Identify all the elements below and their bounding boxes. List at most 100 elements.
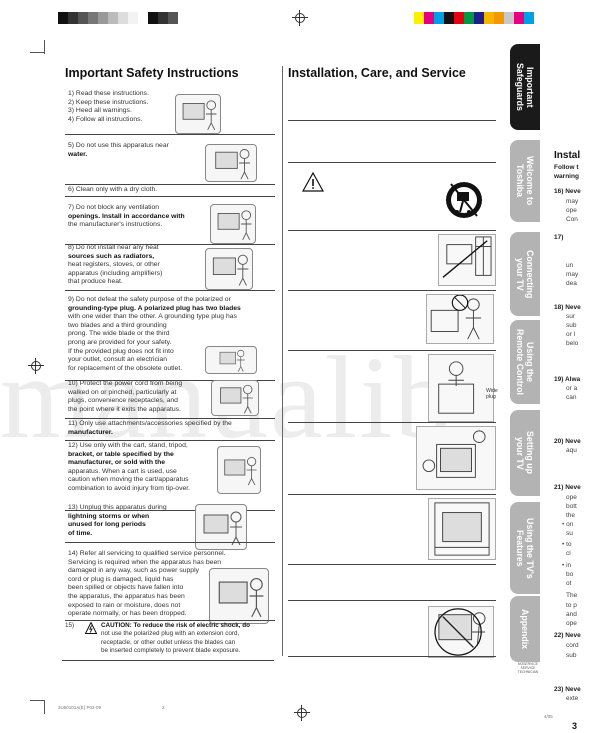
divider (288, 656, 496, 657)
tab-label: Appendix (520, 608, 530, 650)
safety-item-line: prong are provided for your safety. (68, 338, 172, 346)
divider (65, 380, 275, 381)
cut-line: ot (566, 580, 572, 587)
divider (288, 494, 496, 495)
safety-item-line: two blades and a third grounding (68, 321, 167, 329)
footer-page-center: 2 (162, 705, 165, 710)
color-swatch (514, 12, 524, 24)
person-with-tv-illustration (426, 294, 494, 344)
divider (288, 162, 496, 163)
cut-line: ope (566, 207, 577, 214)
color-swatch (88, 12, 98, 24)
tab-using-the[interactable]: Using the Remote Control (510, 320, 540, 404)
divider (288, 600, 496, 601)
service-caption: NOSERVICE SERVICE TECHNICIAN (517, 662, 539, 674)
divider (288, 564, 496, 565)
safety-item-line: 14) Refer all servicing to qualified ser… (68, 550, 226, 557)
color-swatch (168, 12, 178, 24)
cut-line: bott (566, 503, 577, 510)
divider (65, 290, 275, 291)
safety-item: 9) Do not defeat the safety purpose of t… (65, 296, 275, 382)
cut-line: sur (566, 313, 576, 320)
registration-bar-right (414, 12, 534, 24)
divider (62, 660, 274, 661)
tv-in-enclosure-illustration (428, 498, 496, 560)
safety-item-line: manufacturer. (68, 428, 113, 436)
color-swatch (118, 12, 128, 24)
safety-item-line: manufacturer, or sold with the (68, 459, 166, 467)
safety-item-line: for replacement of the obsolete outlet. (68, 364, 183, 372)
tab-label: Welcome to Toshiba (515, 156, 535, 206)
safety-item-line: sources such as radiators, (68, 252, 155, 260)
safety-illustration (195, 504, 247, 550)
cut-line: sub (566, 322, 577, 329)
column-divider (282, 66, 283, 656)
tab-label: Using the Remote Control (515, 329, 535, 395)
safety-item-line: exposed to rain or moisture, does not (68, 601, 181, 609)
footer-code-left: 3U50101A(E) P02-09 (58, 705, 102, 710)
color-swatch (434, 12, 444, 24)
caution-line: CAUTION: To reduce the risk of electric … (101, 622, 250, 629)
safety-illustration (205, 346, 257, 374)
divider (65, 440, 275, 441)
safety-item: 6) Clean only with a dry cloth. (65, 186, 275, 198)
safety-item-line: been spilled or objects have fallen into (68, 584, 184, 592)
safety-item-line: openings. Install in accordance with (68, 212, 185, 220)
cut-line: warning (554, 173, 579, 180)
safety-item-line: 3) Heed all warnings. (68, 107, 132, 115)
divider (65, 542, 275, 543)
caution-line: not use the polarized plug with an exten… (101, 630, 240, 638)
safety-item-line: unused for long periods (68, 521, 146, 529)
color-swatch (98, 12, 108, 24)
safety-item-line: bracket, or table specified by the (68, 450, 174, 458)
color-swatch (524, 12, 534, 24)
crop-mark (30, 52, 44, 53)
cut-line: belo (566, 340, 579, 347)
tab-setting-up[interactable]: Setting up your TV (510, 410, 540, 496)
divider (288, 422, 496, 423)
color-swatch (148, 12, 158, 24)
cut-line: can (566, 394, 577, 401)
crop-mark (30, 700, 44, 701)
divider (65, 134, 275, 135)
plug-insertion-illustration (428, 354, 494, 422)
safety-item: 11) Only use attachments/accessories spe… (65, 420, 275, 442)
caution-line: be inserted completely to prevent blade … (101, 646, 241, 654)
safety-illustration (175, 94, 221, 134)
cut-line: aqu (566, 447, 577, 454)
section-title-safety: Important Safety Instructions (65, 66, 239, 80)
safety-item-line: water. (68, 150, 88, 158)
safety-illustration (210, 204, 256, 244)
safety-item-line: 2) Keep these instructions. (68, 98, 149, 106)
safety-item-line: Servicing is required when the apparatus… (68, 558, 222, 566)
cut-line: • on (562, 521, 574, 528)
safety-item-line: caution when moving the cart/apparatus (68, 476, 189, 484)
color-swatch (454, 12, 464, 24)
safety-item-line: that produce heat. (68, 278, 123, 286)
safety-item-line: combination to avoid injury from tip-ove… (68, 484, 191, 492)
tab-appendix[interactable]: Appendix (510, 596, 540, 662)
tab-welcome-to[interactable]: Welcome to Toshiba (510, 140, 540, 222)
tab-using-the-tv-s[interactable]: Using the TV's Features (510, 502, 540, 594)
safety-item-line: heat registers, stoves, or other (68, 261, 160, 269)
tab-important[interactable]: Important Safeguards (510, 44, 540, 130)
crop-mark (44, 40, 45, 54)
safety-item-line: walked on or pinched, particularly at (68, 388, 177, 396)
safety-illustration (211, 380, 259, 416)
tab-connecting[interactable]: Connecting your TV (510, 232, 540, 316)
children-on-tv-illustration (416, 426, 496, 490)
divider (65, 244, 275, 245)
safety-item-line: If the provided plug does not fit into (68, 347, 174, 355)
color-swatch (138, 12, 148, 24)
safety-item-line: the point where it exits the apparatus. (68, 405, 181, 413)
safety-item-line: plugs, convenience receptacles, and (68, 397, 178, 405)
cut-line: 21) Neve (554, 484, 581, 491)
safety-item-line: grounding-type plug. A polarized plug ha… (68, 304, 241, 312)
crop-mark (44, 700, 45, 714)
safety-item-line: 9) Do not defeat the safety purpose of t… (68, 296, 231, 303)
registration-crosshair-bottom (294, 705, 310, 721)
caution-line: receptacle, or other outlet unless the b… (101, 638, 236, 646)
color-swatch (484, 12, 494, 24)
cut-line: and (566, 611, 577, 618)
